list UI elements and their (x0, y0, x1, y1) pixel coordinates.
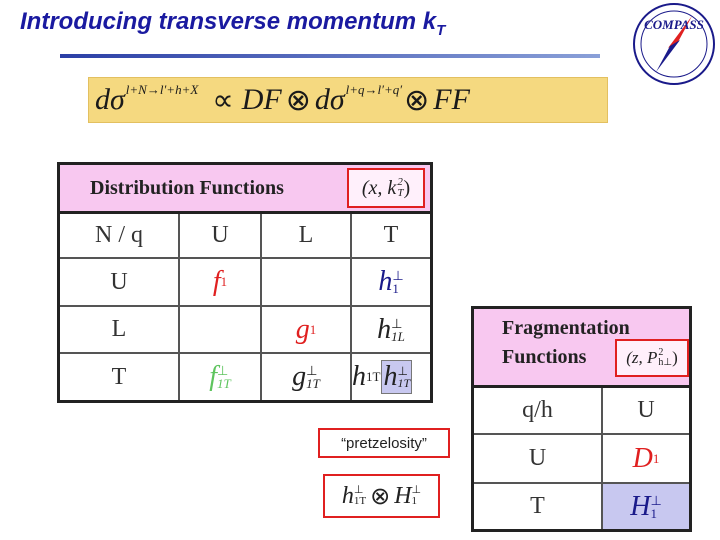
df-title: Distribution Functions (90, 177, 284, 199)
df-h1-perp: h⊥1 (378, 266, 404, 297)
formula-dsigma: dσ (95, 83, 125, 116)
df-h1t-perp: h⊥1T (381, 360, 413, 394)
pretzelosity-label: “pretzelosity” (318, 428, 450, 458)
df-header-u: U (211, 222, 229, 248)
df-header-nq: N / q (95, 222, 143, 248)
df-header-l: L (298, 222, 314, 248)
ff-title-line1: Fragmentation (502, 317, 630, 339)
ff-row-u-label: U (528, 445, 547, 471)
compass-needle-icon (668, 16, 692, 48)
title-subscript: T (436, 21, 446, 39)
ff-title-line2: Functions (502, 346, 587, 368)
ff-header-u: U (637, 397, 655, 423)
df-h1l-perp: h⊥1L (377, 313, 405, 345)
title-underline (60, 54, 600, 58)
ff-row-t-label: T (530, 493, 545, 519)
formula-process-lq: l+q→l′+q′ (345, 82, 403, 97)
df-g1t-perp: g⊥1T (292, 361, 320, 392)
formula-df: DF (241, 83, 282, 116)
formula-otimes: ⊗ (285, 83, 311, 117)
compass-logo: COMPASS (633, 3, 715, 85)
logo-text: COMPASS (644, 17, 704, 32)
formula-ff: FF (433, 83, 470, 116)
df-header-t: T (383, 222, 399, 248)
df-f1t-perp: f⊥1T (209, 361, 231, 392)
formula-process-lnx: l+N→l′+h+X (125, 82, 199, 97)
df-row-t-label: T (111, 363, 127, 390)
formula-otimes-2: ⊗ (404, 83, 430, 117)
df-row-l-label: L (111, 316, 127, 342)
df-row-u-label: U (110, 268, 128, 295)
pretzelosity-formula: h⊥1T ⊗ H⊥1 (323, 474, 440, 518)
formula-dsigma-partonic: dσ (314, 83, 345, 116)
title-text: Introducing transverse momentum k (20, 8, 437, 35)
formula-propto: ∝ (212, 83, 234, 117)
ff-header-qh: q/h (522, 397, 553, 423)
ff-h1-perp: H⊥1 (603, 484, 689, 529)
slide-title: Introducing transverse momentum kT (20, 8, 445, 39)
